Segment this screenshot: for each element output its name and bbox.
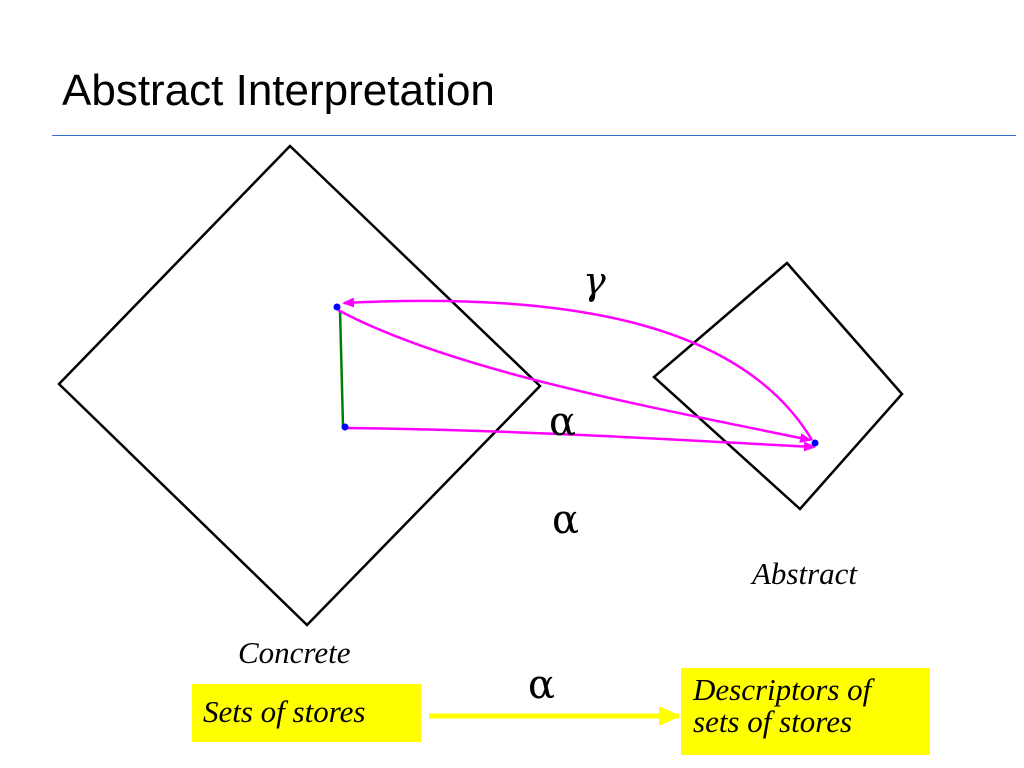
alpha-symbol: α (528, 662, 556, 708)
alpha-symbol: α (549, 399, 577, 445)
abstract-point (811, 439, 819, 447)
concrete-ordering-line (338, 309, 345, 427)
alpha-arrow-upper (337, 308, 812, 443)
gamma-arrow (342, 297, 814, 441)
sets-of-stores-box: Sets of stores (192, 684, 421, 742)
gamma-symbol: γ (583, 259, 606, 303)
slide-title: Abstract Interpretation (62, 66, 495, 115)
descriptors-box-line-2: sets of stores (693, 704, 853, 739)
abstract-domain-diamond (652, 261, 904, 511)
descriptors-box-line-1: Descriptors of (693, 672, 872, 707)
abstract-label: Abstract (752, 556, 858, 591)
alpha-symbol: α (552, 497, 580, 543)
title-divider (52, 135, 1016, 136)
alpha-arrow-lower (344, 426, 816, 452)
concrete-domain-diamond (57, 144, 542, 627)
descriptors-box: Descriptors of sets of stores (681, 668, 930, 755)
concrete-label: Concrete (238, 635, 351, 670)
concrete-point-lower (341, 423, 349, 431)
concrete-point-upper (333, 303, 341, 311)
